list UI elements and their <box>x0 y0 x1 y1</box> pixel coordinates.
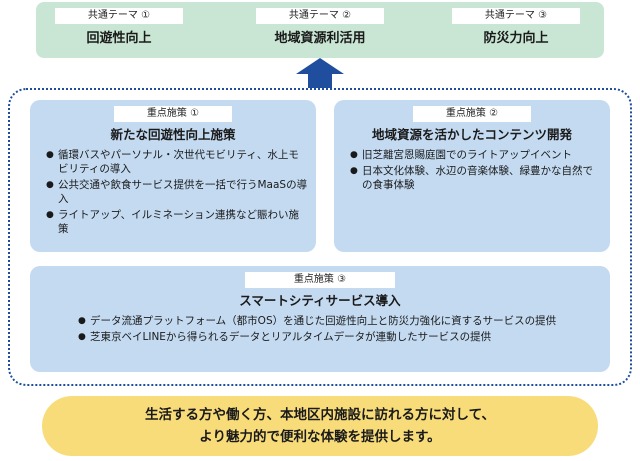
policies-container <box>8 88 632 386</box>
list-item: データ流通プラットフォーム（都市OS）を通じた回遊性向上と防災力強化に資するサー… <box>78 314 618 328</box>
theme-2: 共通テーマ ② 地域資源利活用 <box>245 8 395 48</box>
theme-1-tag: 共通テーマ ① <box>55 8 183 24</box>
goal-statement: 生活する方や働く方、本地区内施設に訪れる方に対して、 より魅力的で便利な体験を提… <box>42 396 598 456</box>
theme-3: 共通テーマ ③ 防災力向上 <box>441 8 591 48</box>
policy-2-list: 旧芝離宮恩賜庭園でのライトアップイベント 日本文化体験、水辺の音楽体験、緑豊かな… <box>350 148 602 194</box>
list-item: 循環バスやパーソナル・次世代モビリティ、水上モビリティの導入 <box>46 148 308 176</box>
policy-box-1: 重点施策 ① 新たな回遊性向上施策 循環バスやパーソナル・次世代モビリティ、水上… <box>30 100 316 252</box>
policy-2-title: 地域資源を活かしたコンテンツ開発 <box>371 127 572 142</box>
policy-box-2: 重点施策 ② 地域資源を活かしたコンテンツ開発 旧芝離宮恩賜庭園でのライトアップ… <box>334 100 610 252</box>
policy-box-3: 重点施策 ③ スマートシティサービス導入 データ流通プラットフォーム（都市OS）… <box>30 266 610 372</box>
policy-3-title: スマートシティサービス導入 <box>239 293 401 308</box>
list-item: 旧芝離宮恩賜庭園でのライトアップイベント <box>350 148 602 162</box>
theme-1: 共通テーマ ① 回遊性向上 <box>44 8 194 48</box>
list-item: 日本文化体験、水辺の音楽体験、緑豊かな自然での食事体験 <box>350 164 602 192</box>
policy-2-tag: 重点施策 ② <box>413 106 531 122</box>
policy-1-title: 新たな回遊性向上施策 <box>110 127 236 142</box>
theme-1-name: 回遊性向上 <box>86 31 152 46</box>
theme-2-tag: 共通テーマ ② <box>256 8 384 24</box>
policy-3-tag: 重点施策 ③ <box>245 272 395 288</box>
list-item: ライトアップ、イルミネーション連携など賑わい施策 <box>46 208 308 236</box>
statement-line-1: 生活する方や働く方、本地区内施設に訪れる方に対して、 <box>145 407 495 423</box>
statement-line-2: より魅力的で便利な体験を提供します。 <box>199 429 441 445</box>
up-arrow-icon <box>296 58 344 88</box>
policy-1-list: 循環バスやパーソナル・次世代モビリティ、水上モビリティの導入 公共交通や飲食サー… <box>46 148 308 238</box>
list-item: 公共交通や飲食サービス提供を一括で行うMaaSの導入 <box>46 178 308 206</box>
policy-1-tag: 重点施策 ① <box>114 106 232 122</box>
common-themes-band: 共通テーマ ① 回遊性向上 共通テーマ ② 地域資源利活用 共通テーマ ③ 防災… <box>36 2 604 58</box>
theme-3-tag: 共通テーマ ③ <box>452 8 580 24</box>
theme-3-name: 防災力向上 <box>483 31 549 46</box>
list-item: 芝東京ベイLINEから得られるデータとリアルタイムデータが連動したサービスの提供 <box>78 330 618 344</box>
theme-2-name: 地域資源利活用 <box>274 31 366 46</box>
policy-3-list: データ流通プラットフォーム（都市OS）を通じた回遊性向上と防災力強化に資するサー… <box>78 314 618 346</box>
